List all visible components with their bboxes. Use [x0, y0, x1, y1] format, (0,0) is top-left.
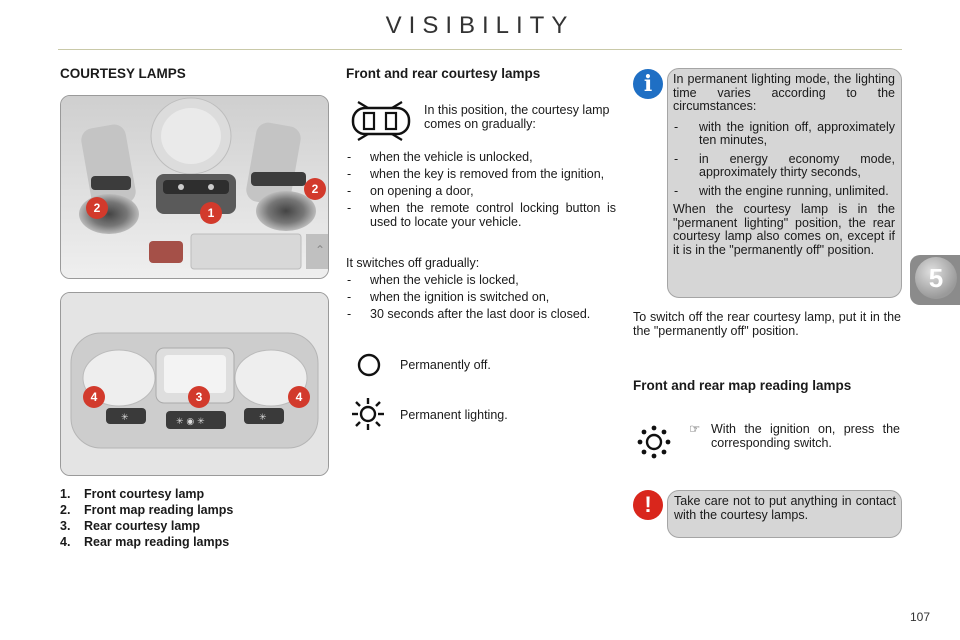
section-heading-front-rear-courtesy: Front and rear courtesy lamps: [346, 66, 541, 81]
lamp-on-list: when the vehicle is unlocked, when the k…: [346, 150, 616, 232]
svg-text:✳ ◉ ✳: ✳ ◉ ✳: [176, 417, 205, 427]
list-item: when the remote control locking button i…: [346, 201, 616, 229]
marker-3: 3: [188, 386, 210, 408]
marker-2-left: 2: [86, 197, 108, 219]
chapter-number: 5: [915, 257, 957, 299]
door-position-icon: [350, 100, 416, 147]
sun-lighting-icon: [350, 396, 386, 437]
door-position-description: In this position, the courtesy lamp come…: [424, 103, 610, 131]
warning-icon: !: [633, 490, 663, 520]
info-note-text: In permanent lighting mode, the lighting…: [673, 72, 895, 257]
marker-1: 1: [200, 202, 222, 224]
svg-text:✳: ✳: [121, 413, 129, 423]
list-item: when the ignition is switched on,: [346, 290, 616, 304]
page-number: 107: [910, 610, 931, 624]
rear-lamp-illustration: ✳ ✳ ✳ ◉ ✳: [61, 293, 328, 475]
list-item: when the vehicle is locked,: [346, 273, 616, 287]
list-item: with the engine running, unlimited.: [673, 184, 895, 199]
marker-2-right: 2: [304, 178, 326, 200]
legend-list: 1.Front courtesy lamp 2.Front map readin…: [60, 486, 233, 550]
pointing-hand-icon: ☞: [689, 421, 701, 436]
rear-courtesy-lamp-photo: ✳ ✳ ✳ ◉ ✳ 3 4 4: [60, 292, 329, 476]
front-courtesy-lamp-photo: ⌃ 1 2 2: [60, 95, 329, 279]
front-lamp-illustration: ⌃: [61, 96, 328, 278]
lamp-off-list: when the vehicle is locked, when the ign…: [346, 273, 616, 324]
legend-item: 3.Rear courtesy lamp: [60, 519, 201, 533]
info-outro: When the courtesy lamp is in the "perman…: [673, 202, 895, 257]
section-heading-courtesy-lamps: COURTESY LAMPS: [60, 66, 186, 81]
info-list: with the ignition off, approximately ten…: [673, 120, 895, 199]
page-title: VISIBILITY: [385, 12, 575, 39]
section-heading-map-reading: Front and rear map reading lamps: [633, 378, 852, 393]
off-intro: It switches off gradually:: [346, 256, 480, 270]
svg-text:⌃: ⌃: [315, 243, 325, 257]
circle-off-icon: [357, 353, 381, 382]
legend-item: 1.Front courtesy lamp: [60, 487, 205, 501]
marker-4-right: 4: [288, 386, 310, 408]
map-lamp-instruction: With the ignition on, press the correspo…: [711, 422, 900, 450]
list-item: 30 seconds after the last door is closed…: [346, 307, 616, 321]
warning-text: Take care not to put anything in contact…: [674, 494, 896, 522]
map-lamp-sun-icon: [636, 424, 672, 465]
title-divider: [58, 49, 902, 50]
list-item: when the vehicle is unlocked,: [346, 150, 616, 164]
permanent-lighting-label: Permanent lighting.: [400, 408, 508, 422]
legend-item: 4.Rear map reading lamps: [60, 535, 230, 549]
list-item: in energy economy mode, approximately th…: [673, 152, 895, 180]
permanently-off-label: Permanently off.: [400, 358, 491, 372]
legend-item: 2.Front map reading lamps: [60, 503, 234, 517]
warning-note-box: [667, 490, 902, 538]
svg-text:✳: ✳: [259, 413, 267, 423]
list-item: with the ignition off, approximately ten…: [673, 120, 895, 148]
switch-off-instruction: To switch off the rear courtesy lamp, pu…: [633, 310, 901, 338]
info-icon: i: [633, 69, 663, 99]
list-item: when the key is removed from the ignitio…: [346, 167, 616, 181]
info-intro: In permanent lighting mode, the lighting…: [673, 72, 895, 113]
info-note-box: [667, 68, 902, 298]
list-item: on opening a door,: [346, 184, 616, 198]
marker-4-left: 4: [83, 386, 105, 408]
